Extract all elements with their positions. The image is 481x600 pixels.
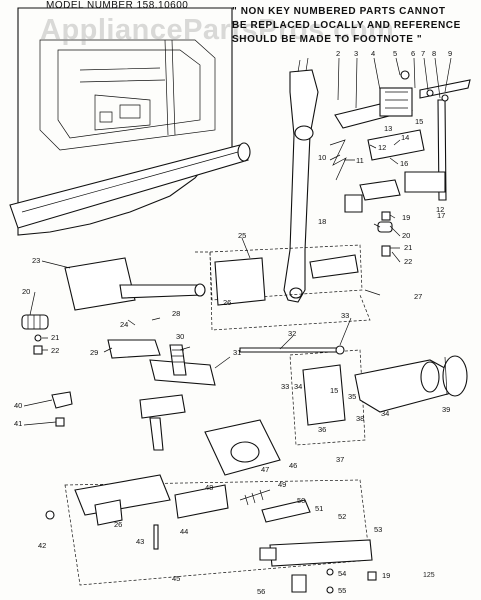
callout-2: 2 <box>336 49 340 58</box>
callout-12: 12 <box>436 205 444 214</box>
lever-arm <box>283 57 319 303</box>
callout-26: 26 <box>114 520 122 529</box>
callout-35: 35 <box>348 392 356 401</box>
callout-5: 5 <box>393 49 397 58</box>
callout-11: 11 <box>356 156 364 165</box>
callout-22: 22 <box>404 257 412 266</box>
callout-17: 17 <box>437 211 445 220</box>
callout-7: 7 <box>421 49 425 58</box>
callout-18: 18 <box>318 217 326 226</box>
callout-32: 32 <box>288 329 296 338</box>
machine-inset-illustration <box>9 7 251 236</box>
callout-6: 6 <box>411 49 415 58</box>
callout-9: 9 <box>448 49 452 58</box>
callout-13: 13 <box>384 124 392 133</box>
callout-12: 12 <box>378 143 386 152</box>
callout-21: 21 <box>51 333 59 342</box>
callout-24: 24 <box>120 320 128 329</box>
callout-54: 54 <box>338 569 346 578</box>
callout-20: 20 <box>22 287 30 296</box>
callout-53: 53 <box>374 525 382 534</box>
watermark: AppliancePartsPros.com <box>40 14 395 46</box>
callout-19: 19 <box>382 571 390 580</box>
motor-cylinder <box>302 355 468 426</box>
callout-52: 52 <box>338 512 346 521</box>
callout-42: 42 <box>38 541 46 550</box>
callout-49: 49 <box>278 480 286 489</box>
callout-26: 26 <box>223 298 231 307</box>
callout-48: 48 <box>205 483 213 492</box>
bottom-assembly <box>45 419 377 594</box>
callout-39: 39 <box>442 405 450 414</box>
callout-19: 19 <box>402 213 410 222</box>
callout-37: 37 <box>336 455 344 464</box>
callout-36: 36 <box>318 425 326 434</box>
callout-3: 3 <box>354 49 358 58</box>
callout-45: 45 <box>172 574 180 583</box>
callout-50: 50 <box>297 496 305 505</box>
callout-30: 30 <box>176 332 184 341</box>
callout-14: 14 <box>401 133 409 142</box>
callout-51: 51 <box>315 504 323 513</box>
footnote-line-2: BE REPLACED LOCALLY AND REFERENCE <box>232 20 461 31</box>
callout-23: 23 <box>32 256 40 265</box>
callout-29: 29 <box>90 348 98 357</box>
footnote-line-1: " NON KEY NUMBERED PARTS CANNOT <box>232 6 446 17</box>
upper-right-assembly <box>329 70 471 257</box>
callout-8: 8 <box>432 49 436 58</box>
page-number: 125 <box>423 572 435 579</box>
callout-10: 10 <box>318 153 326 162</box>
callout-22: 22 <box>51 346 59 355</box>
callout-38: 38 <box>356 414 364 423</box>
callout-16: 16 <box>400 159 408 168</box>
callout-55: 55 <box>338 586 346 595</box>
callout-40: 40 <box>14 401 22 410</box>
callout-25: 25 <box>238 231 246 240</box>
callout-20: 20 <box>402 231 410 240</box>
middle-assembly <box>51 254 359 451</box>
callout-34: 34 <box>381 409 389 418</box>
callout-27: 27 <box>414 292 422 301</box>
callout-34: 34 <box>294 382 302 391</box>
callout-56: 56 <box>257 587 265 596</box>
leader-lines <box>23 57 452 426</box>
model-number: MODEL NUMBER 158.10600 <box>46 0 189 11</box>
callout-46: 46 <box>289 461 297 470</box>
callout-44: 44 <box>180 527 188 536</box>
callout-43: 43 <box>136 537 144 546</box>
footnote-line-3: SHOULD BE MADE TO FOOTNOTE " <box>232 34 423 45</box>
callout-28: 28 <box>172 309 180 318</box>
callout-21: 21 <box>404 243 412 252</box>
callout-33: 33 <box>281 382 289 391</box>
rock-shaft-assembly <box>21 257 206 355</box>
callout-15: 15 <box>330 386 338 395</box>
callout-33: 33 <box>341 311 349 320</box>
callout-15: 15 <box>415 117 423 126</box>
callout-47: 47 <box>261 465 269 474</box>
callout-41: 41 <box>14 419 22 428</box>
callout-31: 31 <box>233 348 241 357</box>
callout-4: 4 <box>371 49 375 58</box>
